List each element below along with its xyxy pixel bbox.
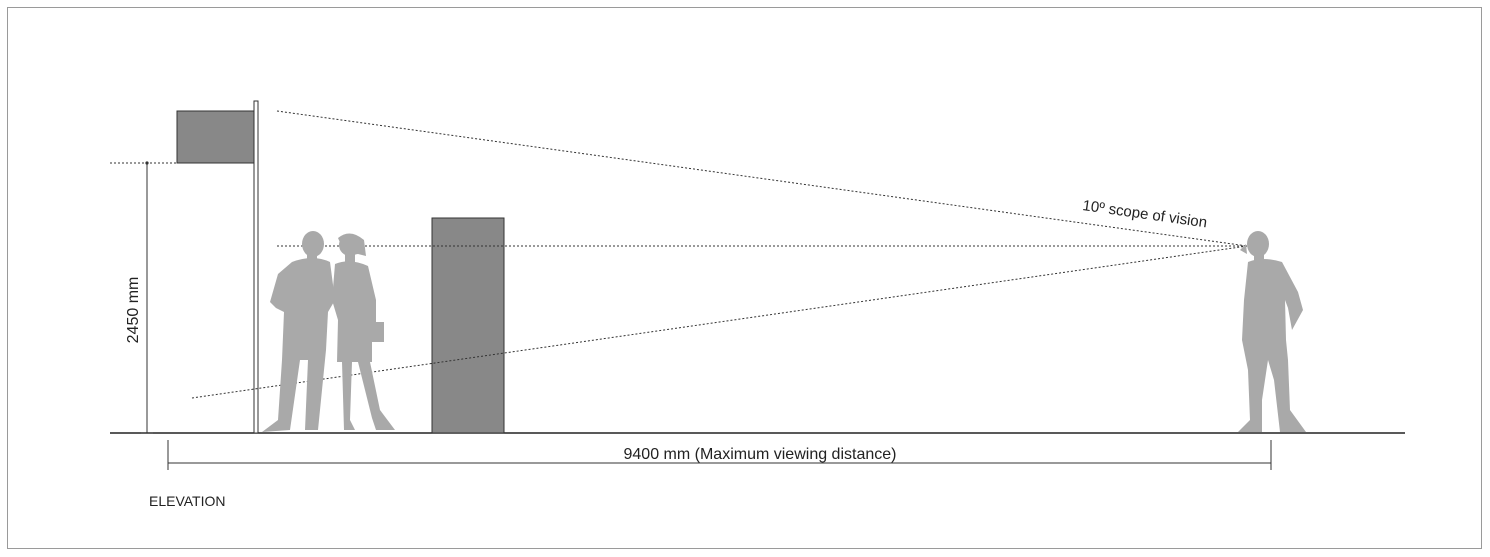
distance-dimension-label: 9400 mm (Maximum viewing distance) [624,446,897,463]
height-dimension-label: 2450 mm [125,277,142,344]
view-title: ELEVATION [149,493,226,509]
woman-silhouette [332,233,395,430]
sight-line-upper [276,110,1248,247]
freestanding-sign [431,217,505,434]
man-silhouette [262,231,335,432]
distance-dimension [167,440,1272,470]
wall-sign-panel [176,110,255,164]
height-dimension [141,161,153,434]
viewer-silhouette [1238,231,1306,432]
wall-pole [253,100,259,434]
drawing-frame [7,7,1482,549]
vision-scope-label: 10º scope of vision [1081,197,1208,231]
